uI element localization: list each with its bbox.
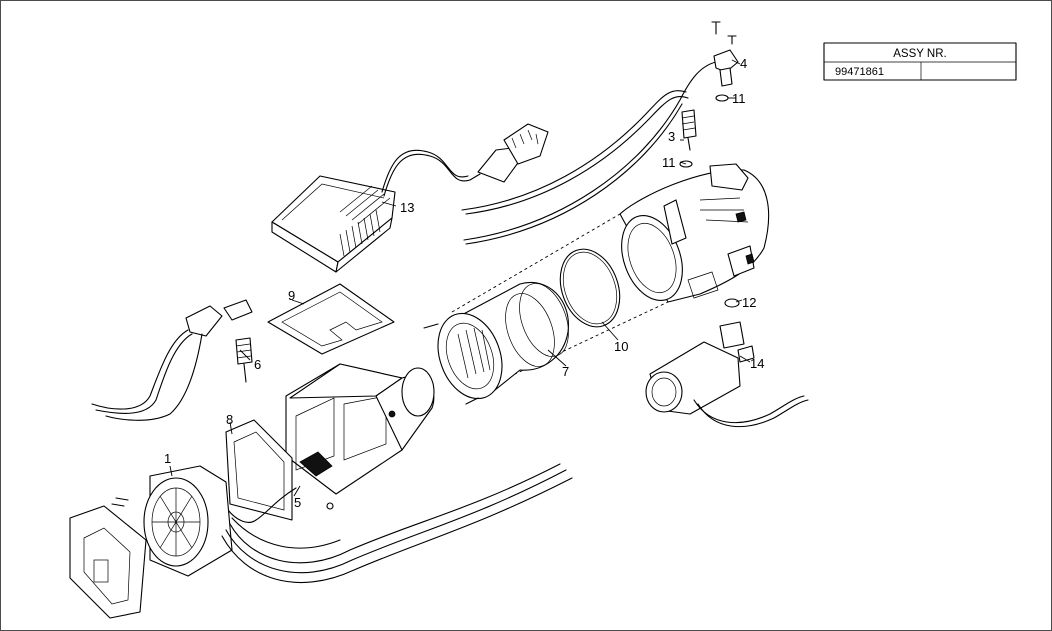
burner-tube-7 [423, 281, 569, 405]
gasket-9 [267, 283, 395, 355]
callout-12: 12 [742, 295, 756, 310]
assembly-line-top [451, 213, 621, 313]
o-ring-11-bottom [679, 160, 693, 168]
callout-3: 3 [668, 129, 675, 144]
main-harness [221, 463, 573, 584]
callout-6: 6 [254, 357, 261, 372]
callout-labels: 1 3 4 5 6 7 8 9 10 11 11 12 13 14 [164, 56, 764, 510]
callout-1: 1 [164, 451, 171, 466]
o-ring-11-top [715, 94, 729, 102]
assy-number: 99471861 [835, 66, 884, 78]
assy-table: ASSY NR. 99471861 [823, 42, 1017, 81]
sensor-4 [711, 21, 739, 87]
o-ring-12 [724, 298, 740, 308]
callout-11-top: 11 [732, 91, 746, 106]
assy-table-header: ASSY NR. [893, 48, 946, 60]
fan-cover [69, 505, 147, 619]
callout-7: 7 [562, 364, 569, 379]
callout-14: 14 [750, 356, 764, 371]
callout-9: 9 [288, 288, 295, 303]
burner-head [285, 363, 435, 510]
callout-11-bottom: 11 [662, 155, 676, 170]
heat-exchanger [619, 163, 770, 303]
combustion-air-fan-1 [111, 465, 233, 577]
gasket-ring-10 [559, 248, 621, 328]
leader-lines [169, 59, 751, 497]
callout-5: 5 [294, 495, 301, 510]
plate-8 [225, 419, 293, 521]
sensor-5-wire [227, 487, 297, 523]
water-pump-icon [645, 321, 809, 428]
callout-10: 10 [614, 339, 628, 354]
callout-4: 4 [740, 56, 747, 71]
control-unit-icon [271, 123, 549, 273]
sensor-wires [461, 61, 717, 245]
glow-plug-6 [91, 299, 253, 421]
callout-13: 13 [400, 200, 414, 215]
callout-8: 8 [226, 412, 233, 427]
sensor-3 [681, 109, 697, 151]
